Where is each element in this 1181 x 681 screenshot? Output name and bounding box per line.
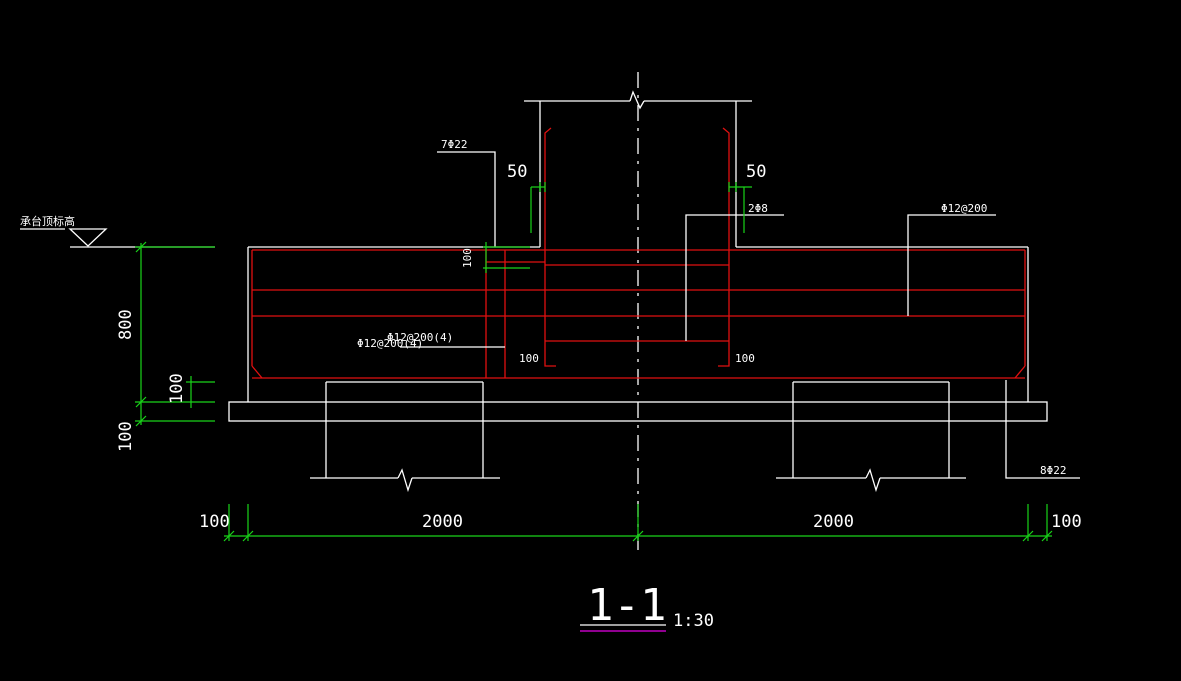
cushion-layer <box>228 401 1048 422</box>
dimension-lines <box>135 182 1053 542</box>
anchor-left-label: 100 <box>519 352 539 365</box>
section-title: 1-1 <box>587 580 666 631</box>
rebar-8phi22-label: 8Φ22 <box>1040 464 1067 477</box>
rebar-phi12-200-label: Φ12@200 <box>941 202 987 215</box>
rebar-cage <box>251 127 1026 379</box>
dim-cover-left: 50 <box>507 162 527 182</box>
leader-lines <box>20 151 1080 479</box>
stirrup-label-a: Φ12@200(4) <box>387 331 453 344</box>
dim-top-cover: 100 <box>461 248 474 268</box>
column-outline <box>524 90 752 247</box>
stirrup-label-b: Φ12@200(4) <box>357 337 423 350</box>
section-scale: 1:30 <box>673 611 714 631</box>
dim-span-left: 2000 <box>422 512 463 532</box>
dim-cushion: 100 <box>116 421 136 452</box>
dim-depth: 800 <box>116 309 136 340</box>
pile-right <box>776 381 966 493</box>
rebar-2phi8-label: 2Φ8 <box>748 202 768 215</box>
ground-level-label: 承台顶标高 <box>20 214 75 228</box>
rebar-7phi22-label: 7Φ22 <box>441 138 468 151</box>
dim-span-right: 2000 <box>813 512 854 532</box>
dim-cover-right: 50 <box>746 162 766 182</box>
dim-edge-left: 100 <box>199 512 230 532</box>
anchor-right-label: 100 <box>735 352 755 365</box>
pile-left <box>310 381 500 493</box>
dim-bottom-cover: 100 <box>167 373 187 404</box>
dim-edge-right: 100 <box>1051 512 1082 532</box>
